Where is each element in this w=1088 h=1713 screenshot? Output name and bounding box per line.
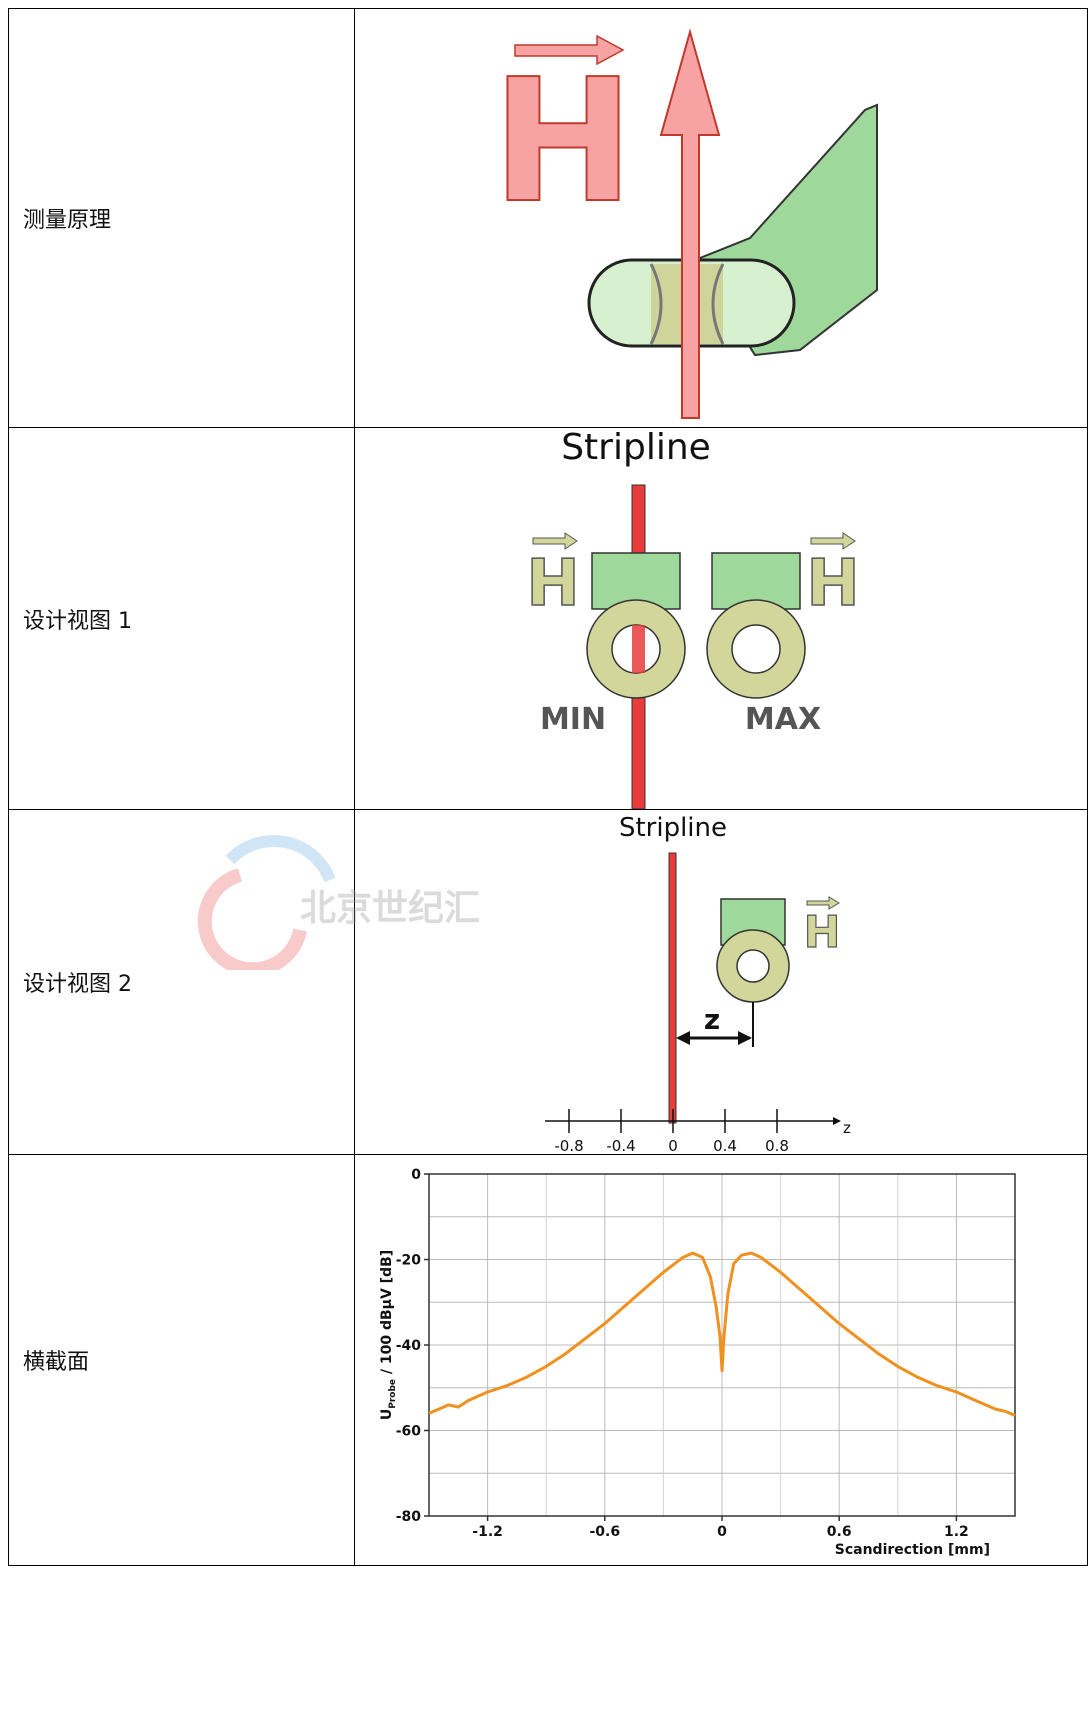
row-label: 设计视图 1 (8, 427, 355, 810)
x-axis-label: Scandirection [mm] (835, 1542, 990, 1558)
x-tick-label: -1.2 (472, 1524, 503, 1540)
row-label: 横截面 (8, 1154, 355, 1566)
principle-diagram: H (491, 28, 878, 419)
probe-left (591, 551, 681, 610)
stripline (668, 852, 677, 1123)
dimension-arrow-left (676, 1030, 690, 1045)
series-line (428, 1251, 1016, 1417)
vector-arrow (806, 895, 840, 910)
y-tick-label: -40 (396, 1338, 422, 1354)
y-tick-label: -60 (396, 1424, 422, 1440)
loop-edge-left (649, 263, 663, 345)
min-label: MIN (540, 702, 606, 737)
field-letter-right: H (806, 547, 860, 621)
z-tick-label: 0.4 (713, 1137, 737, 1154)
row-label: 测量原理 (8, 8, 355, 428)
dimension-arrow-right (738, 1030, 752, 1045)
z-tick-label: 0.8 (765, 1137, 789, 1154)
field-arrow (659, 28, 721, 419)
vector-arrow-left (532, 531, 578, 550)
probe-right (711, 551, 801, 610)
z-tick-label: 0 (668, 1137, 678, 1154)
design-view-2: Stripline H z z -0.8 -0.4 0 0.4 0.8 (545, 813, 851, 1154)
field-letter: H (804, 907, 841, 958)
figure-title: Stripline (619, 813, 727, 843)
x-tick-label: -0.6 (589, 1524, 620, 1540)
measurement-principle-figure: H (354, 8, 1088, 428)
loop-edge-right (711, 263, 725, 345)
table-row: 设计视图 1 Stripline H H MIN MAX (8, 427, 1088, 810)
z-tick-label: -0.4 (606, 1137, 635, 1154)
z-axis-ticks: -0.8 -0.4 0 0.4 0.8 (554, 1108, 789, 1154)
y-tick-label: -80 (396, 1509, 422, 1525)
row-label: 设计视图 2 (8, 809, 355, 1155)
ring-right-hole (731, 623, 781, 674)
vector-arrow-right (810, 531, 856, 550)
y-axis-label: UProbe / 100 dBµV [dB] (379, 1250, 398, 1420)
design-view-1: Stripline H H MIN MAX (525, 429, 861, 809)
field-letter-left: H (526, 547, 580, 621)
x-tick-label: 1.2 (944, 1524, 969, 1540)
table-row: 测量原理 H (8, 8, 1088, 428)
design-view-1-figure: Stripline H H MIN MAX (354, 427, 1088, 810)
z-axis-arrow (833, 1116, 841, 1125)
z-tick-label: -0.8 (554, 1137, 583, 1154)
z-axis-label: z (843, 1119, 851, 1137)
distance-label: z (704, 1003, 720, 1036)
vector-arrow (514, 34, 625, 66)
y-tick-label: -20 (396, 1253, 422, 1269)
spec-table: 测量原理 H 设计视图 1 Stripline (8, 8, 1088, 1566)
design-view-2-figure: Stripline H z z -0.8 -0.4 0 0.4 0.8 (354, 809, 1088, 1155)
x-tick-label: 0.6 (827, 1524, 852, 1540)
figure-title: Stripline (561, 429, 711, 468)
cross-section-chart: 0 -20 -40 -60 -80 -1.2 -0.6 0 0.6 1.2Scandirectio… (379, 1167, 1016, 1558)
field-letter: H (492, 43, 634, 241)
ring-hole (736, 948, 770, 983)
x-tick-label: 0 (717, 1524, 727, 1540)
max-label: MAX (745, 702, 821, 737)
stripline-overlap (632, 624, 645, 673)
y-tick-label: 0 (411, 1167, 421, 1183)
table-row: 设计视图 2 Stripline H z z -0.8 -0.4 (8, 809, 1088, 1155)
